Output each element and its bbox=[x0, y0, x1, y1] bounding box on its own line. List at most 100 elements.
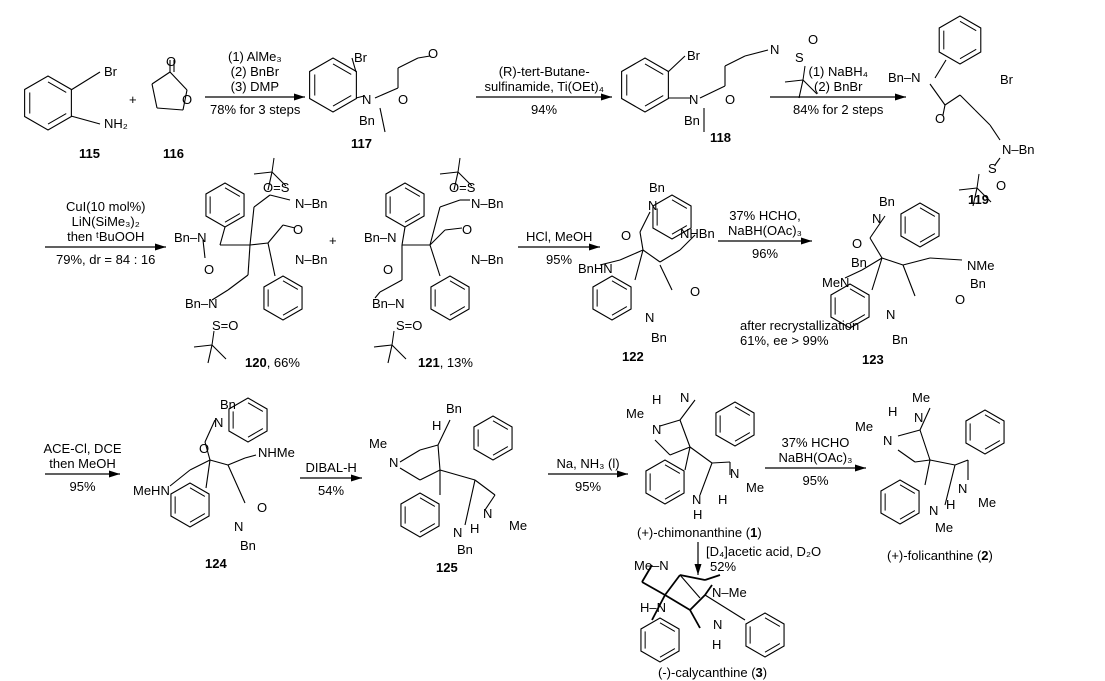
bond bbox=[664, 594, 691, 611]
aromatic-bond bbox=[419, 523, 436, 533]
atom-label: O bbox=[293, 222, 304, 237]
atom-label: Me–N bbox=[634, 558, 669, 573]
bond bbox=[351, 57, 357, 73]
atom-label: N bbox=[914, 410, 924, 425]
compound-number: 1 bbox=[750, 525, 758, 540]
atom-label: O bbox=[808, 32, 819, 47]
bond bbox=[619, 249, 644, 261]
bond bbox=[669, 446, 691, 456]
compound-label-116: 116 bbox=[163, 146, 184, 161]
condition-line: 37% HCHO bbox=[781, 435, 850, 450]
compound-label-121: 121, 13% bbox=[418, 355, 473, 370]
atom-label: Me bbox=[746, 480, 765, 495]
compound-name: (+)-folicanthine ( bbox=[887, 548, 982, 563]
reaction-yield: 95% bbox=[546, 252, 572, 267]
bond bbox=[399, 467, 421, 481]
benzene-ring bbox=[621, 57, 669, 113]
reaction-conditions: (1) AlMe₃(2) BnBr(3) DMP bbox=[228, 49, 282, 94]
bond bbox=[253, 194, 271, 208]
bond bbox=[639, 231, 644, 251]
condition-line: 52% bbox=[710, 559, 737, 574]
compound-label-118: 118 bbox=[710, 130, 731, 145]
atom-label: H bbox=[888, 404, 898, 419]
atom-label: N–Me bbox=[712, 585, 747, 600]
bond bbox=[419, 444, 439, 451]
bond bbox=[204, 441, 211, 461]
bond bbox=[914, 459, 931, 463]
benzene-ring bbox=[652, 194, 692, 240]
compound-number: 120 bbox=[245, 355, 267, 370]
atom-label: O bbox=[935, 111, 946, 126]
bond bbox=[972, 187, 978, 207]
reaction-yield: 95% bbox=[803, 473, 829, 488]
atom-label: Bn bbox=[240, 538, 256, 553]
yield-line: 94% bbox=[531, 102, 558, 117]
bond bbox=[244, 454, 257, 459]
bond bbox=[457, 157, 461, 173]
bond bbox=[227, 464, 246, 504]
bond bbox=[207, 344, 213, 364]
atom-label: N bbox=[692, 492, 702, 507]
bond bbox=[744, 49, 769, 57]
yield-line: 84% for 2 steps bbox=[793, 102, 884, 117]
aromatic-bond bbox=[734, 406, 751, 416]
note-line: 61%, ee > 99% bbox=[740, 333, 829, 348]
arrowhead bbox=[855, 464, 866, 472]
aromatic-bond bbox=[984, 414, 1001, 424]
atom-label: O=S bbox=[449, 180, 476, 195]
atom-label: H bbox=[693, 507, 703, 522]
atom-label: Me bbox=[369, 436, 388, 451]
arrowhead bbox=[589, 243, 600, 251]
bond bbox=[724, 55, 746, 67]
reaction-yield: 94% bbox=[531, 102, 557, 117]
bond bbox=[599, 259, 621, 266]
atom-label: S bbox=[795, 50, 804, 65]
compound-label-122: 122 bbox=[622, 349, 644, 364]
reaction-conditions: DIBAL-H bbox=[306, 460, 357, 475]
bond bbox=[379, 107, 386, 133]
aromatic-bond bbox=[659, 622, 676, 632]
plus-sign: + bbox=[329, 233, 337, 248]
atom-label: N bbox=[214, 415, 224, 430]
bond bbox=[954, 459, 969, 466]
benzene-ring bbox=[400, 492, 440, 538]
bond bbox=[204, 419, 216, 443]
aromatic-bond bbox=[492, 446, 509, 456]
atom-label: O bbox=[690, 284, 701, 299]
aromatic-bond bbox=[734, 432, 751, 442]
benzene-ring bbox=[938, 15, 982, 65]
atom-label: N bbox=[689, 92, 699, 107]
bond bbox=[959, 94, 976, 111]
bond bbox=[942, 104, 946, 116]
bond bbox=[211, 330, 215, 346]
benzene-ring bbox=[640, 617, 680, 663]
bond bbox=[659, 249, 681, 263]
benzene-ring bbox=[830, 283, 870, 329]
atom-label: Bn bbox=[892, 332, 908, 347]
atom-label: N–Bn bbox=[1002, 142, 1035, 157]
bond bbox=[919, 429, 931, 461]
bond bbox=[391, 330, 395, 346]
compound-name: (+)-chimonanthine ( bbox=[637, 525, 751, 540]
atom-label: Bn bbox=[359, 113, 375, 128]
benzene-ring bbox=[385, 182, 425, 228]
bond bbox=[205, 459, 211, 489]
bond bbox=[902, 264, 916, 297]
atom-label: O bbox=[166, 54, 177, 69]
atom-label: H bbox=[946, 497, 956, 512]
bond bbox=[641, 564, 653, 583]
bond bbox=[219, 226, 226, 246]
condition-line: CuI(10 mol%) bbox=[66, 199, 146, 214]
bond bbox=[679, 419, 691, 448]
bond bbox=[70, 115, 101, 125]
compound-yield: , 13% bbox=[439, 355, 473, 370]
yield-line: 95% bbox=[546, 252, 573, 267]
bond bbox=[897, 449, 916, 463]
bond bbox=[267, 242, 276, 277]
bond bbox=[271, 171, 287, 187]
atom-label: H–N bbox=[640, 600, 667, 615]
bond bbox=[151, 71, 171, 85]
atom-label: N bbox=[362, 92, 372, 107]
aromatic-bond bbox=[644, 63, 664, 75]
